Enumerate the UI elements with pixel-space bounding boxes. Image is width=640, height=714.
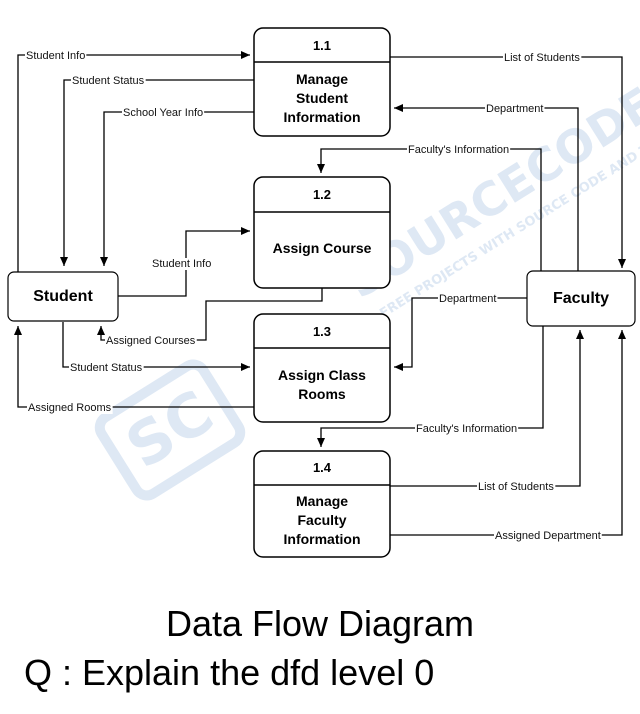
flow-label-assigned-department: Assigned Department: [495, 530, 601, 542]
process-1-4: 1.4 Manage Faculty Information: [253, 450, 391, 558]
entity-faculty-name: Faculty: [553, 290, 609, 307]
flow-line-assigned-department: [390, 330, 626, 536]
process-1-3-name: Assign Class: [278, 367, 366, 383]
flow-label-bg: [71, 75, 146, 87]
caption-question: Q : Explain the dfd level 0: [24, 652, 435, 693]
process-1-1-name: Manage: [296, 71, 348, 87]
flow-line-student-status-1: [60, 79, 254, 266]
flow-line-student-info: [17, 51, 250, 272]
flow-label-bg: [407, 144, 511, 156]
process-1-4-name: Manage: [296, 493, 348, 509]
flow-line-department-1: [394, 104, 579, 271]
flow-label-faculty-info: Faculty's Information: [408, 144, 509, 156]
flow-label-bg: [415, 423, 519, 435]
flow-line-list-of-students-2: [390, 330, 584, 487]
entity-faculty: Faculty: [526, 270, 636, 327]
flow-label-school-year-info: School Year Info: [123, 107, 203, 119]
process-1-1-number: 1.1: [313, 38, 331, 53]
flow-line-school-year-info: [100, 111, 254, 266]
flow-line-department-2: [394, 297, 527, 371]
process-1-3-name: Rooms: [298, 386, 346, 402]
process-1-2: 1.2 Assign Course: [253, 176, 391, 289]
process-1-3: 1.3 Assign Class Rooms: [253, 313, 391, 423]
flow-label-bg: [477, 481, 556, 493]
flow-label-faculty-info-2: Faculty's Information: [416, 423, 517, 435]
flow-label-student-status: Student Status: [72, 75, 145, 87]
flow-label-list-of-students-2: List of Students: [478, 481, 554, 493]
flow-label-bg: [494, 530, 602, 542]
process-1-4-name: Information: [284, 531, 361, 547]
process-1-2-number: 1.2: [313, 187, 331, 202]
process-1-4-number: 1.4: [313, 460, 332, 475]
flow-label-assigned-courses: Assigned Courses: [106, 335, 196, 347]
flow-label-bg: [485, 103, 545, 115]
flow-label-bg: [438, 293, 498, 305]
flow-label-student-info-2: Student Info: [152, 258, 211, 270]
process-1-2-name: Assign Course: [273, 240, 372, 256]
entity-student-name: Student: [33, 288, 93, 305]
flow-label-department: Department: [486, 103, 543, 115]
caption-title: Data Flow Diagram: [165, 603, 475, 644]
flow-label-bg: [69, 362, 144, 374]
entity-student: Student: [7, 271, 119, 322]
flow-label-assigned-rooms: Assigned Rooms: [28, 402, 112, 414]
flow-line-assigned-courses: [97, 288, 323, 341]
flow-label-bg: [151, 258, 213, 270]
flow-label-bg: [27, 402, 113, 414]
flow-line-assigned-rooms: [14, 326, 254, 408]
flow-label-student-status-2: Student Status: [70, 362, 143, 374]
dfd-diagram: SC SOURCECODE FREE PROJECTS WITH SOURCE …: [7, 27, 640, 558]
flow-label-student-info: Student Info: [26, 50, 85, 62]
flow-line-list-of-students-1: [390, 56, 626, 268]
flow-line-student-status-2: [62, 322, 250, 371]
process-1-1-name: Student: [296, 90, 348, 106]
process-1-1: 1.1 Manage Student Information: [253, 27, 391, 137]
flow-labels: Student Info Student Status School Year …: [25, 50, 602, 542]
process-1-1-name: Information: [284, 109, 361, 125]
flow-label-department-2: Department: [439, 293, 496, 305]
flow-label-bg: [25, 50, 87, 62]
watermark-logo-frame: [94, 359, 246, 501]
flow-label-bg: [122, 107, 205, 119]
flow-label-bg: [105, 335, 197, 347]
process-1-4-name: Faculty: [297, 512, 346, 528]
watermark-logo: SC: [114, 377, 225, 483]
flow-label-bg: [503, 52, 582, 64]
process-1-3-number: 1.3: [313, 324, 331, 339]
flow-label-list-of-students: List of Students: [504, 52, 580, 64]
